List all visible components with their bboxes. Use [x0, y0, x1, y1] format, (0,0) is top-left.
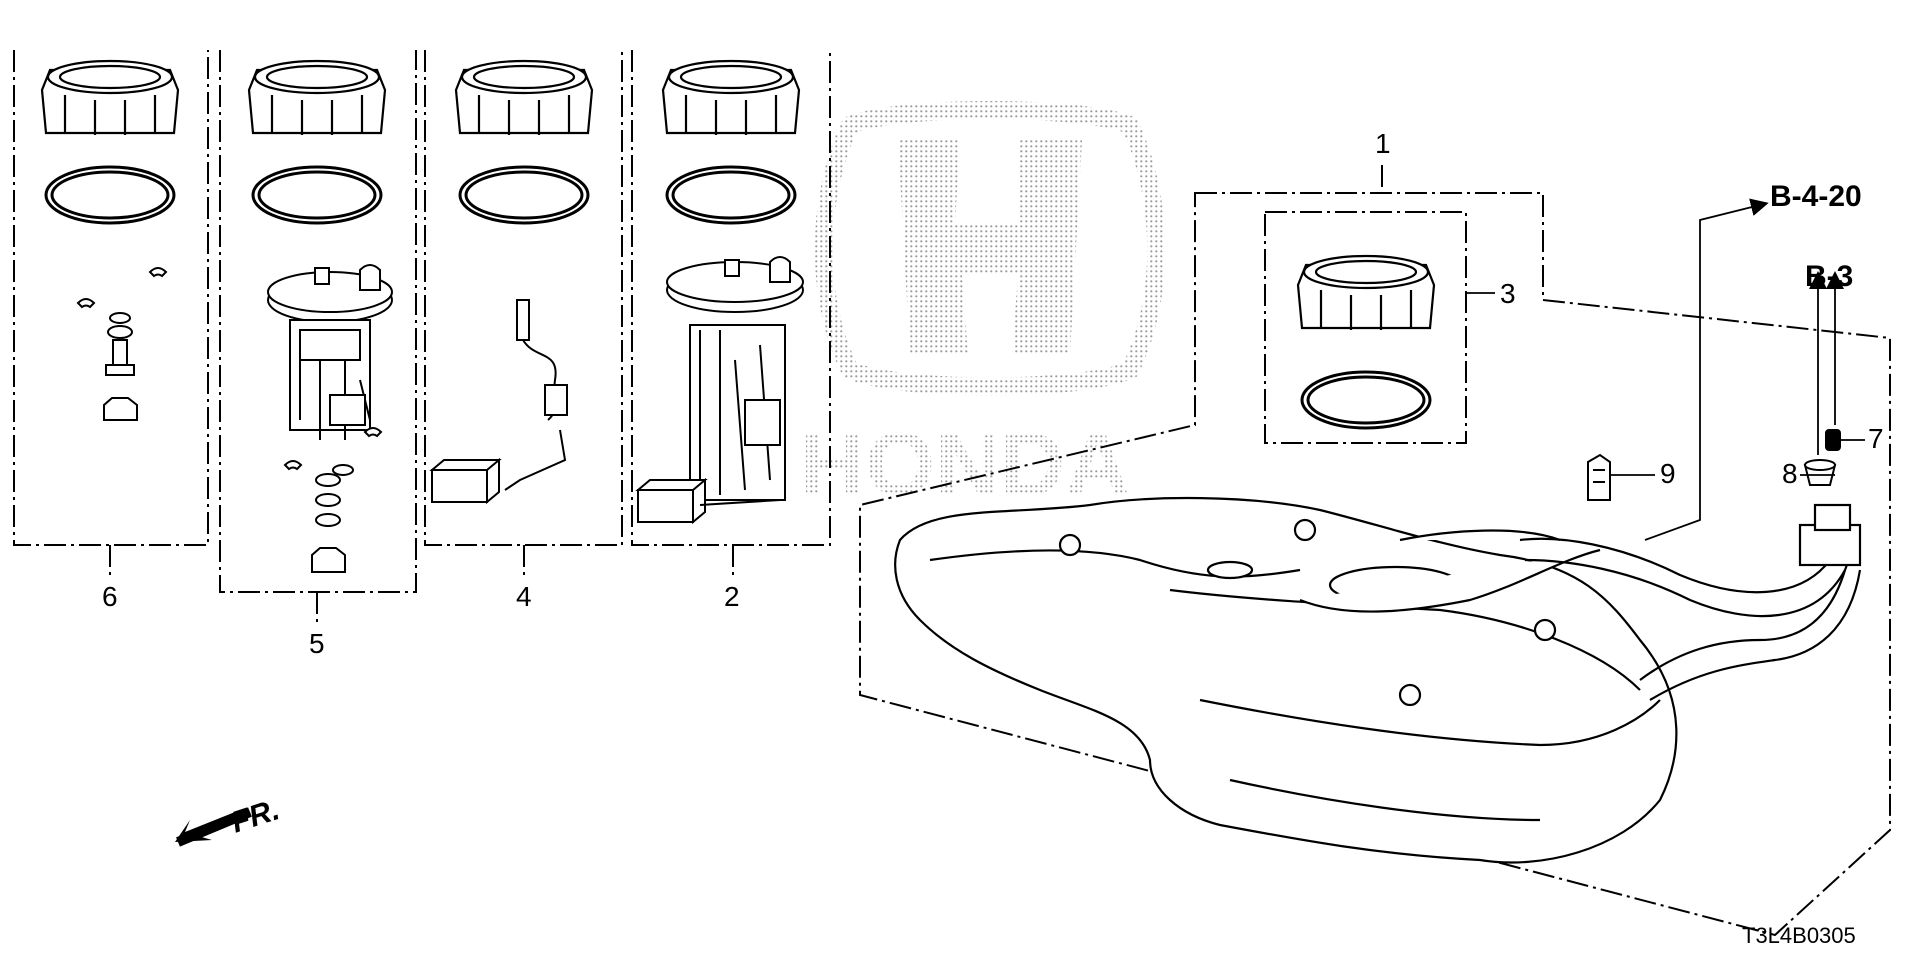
leader-lines: [1466, 198, 1865, 541]
front-direction-arrow: [175, 807, 252, 847]
reference-b-3[interactable]: B-3: [1805, 260, 1854, 293]
callout-5: 5: [309, 628, 325, 659]
callout-3: 3: [1500, 278, 1516, 309]
part-7-cap: [1825, 429, 1841, 451]
callout-4: 4: [516, 581, 532, 612]
kit-4-frame: [424, 50, 623, 546]
part-8-cap: [1803, 459, 1837, 486]
diagram-code: T3L4B0305: [1742, 923, 1856, 948]
kit-6-frame: [13, 50, 209, 546]
reference-b-4-20[interactable]: B-4-20: [1770, 180, 1862, 213]
callout-2: 2: [724, 581, 740, 612]
callout-7: 7: [1868, 423, 1884, 454]
kit-5-pump-module: [267, 264, 393, 573]
callout-8: 8: [1782, 458, 1798, 489]
kit-2-frame: [631, 50, 831, 546]
honda-logo-watermark: HONDA: [800, 101, 1166, 515]
tank-assembly-frame: [859, 192, 1891, 937]
honda-wordmark: HONDA: [800, 415, 1130, 515]
part-9-clip: [1587, 453, 1611, 501]
seal-ring-group: [44, 165, 1432, 430]
kit-4-level-sender: [429, 299, 568, 505]
kit-2-pump-module: [635, 256, 804, 525]
callout-9: 9: [1660, 458, 1676, 489]
kit-6-parts: [76, 267, 168, 421]
fuel-tank: [894, 496, 1678, 864]
kit-3-frame: [1264, 211, 1467, 444]
lock-ring-group: [40, 59, 1436, 330]
callout-6: 6: [102, 581, 118, 612]
callout-1: 1: [1375, 128, 1391, 159]
filler-pipe: [1519, 503, 1862, 701]
